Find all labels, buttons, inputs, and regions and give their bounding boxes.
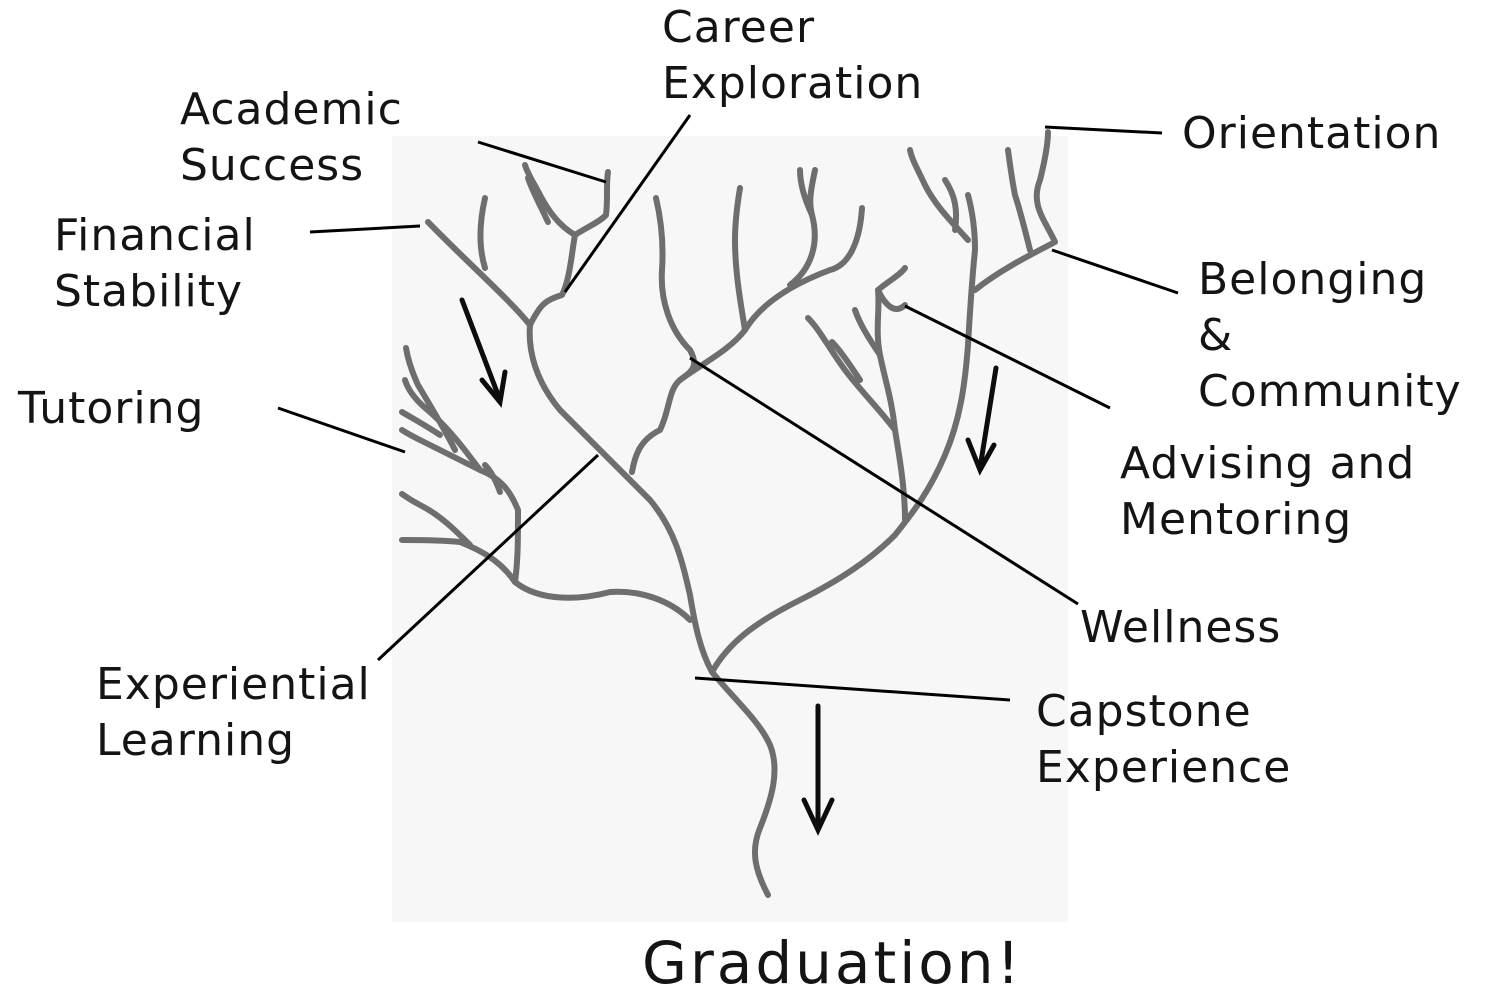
branch-tutoring-3 [399, 491, 473, 548]
branch-advising-twig-1 [805, 315, 898, 433]
leader-wellness [689, 356, 1079, 606]
label-tutoring: Tutoring [18, 383, 205, 434]
branch-left-twig-1 [477, 195, 488, 271]
branch-advising-twig-4 [829, 339, 863, 383]
flow-arrows [459, 297, 999, 836]
branch-academic-twig [522, 162, 578, 238]
leader-belonging [1051, 248, 1179, 295]
leader-tutoring [277, 406, 406, 454]
branch-academic-side [525, 175, 551, 225]
arrow-right-down [965, 365, 999, 476]
branch-tutoring-main [399, 537, 693, 623]
tree-background [392, 136, 1068, 922]
label-financial-stability: Financial Stability [54, 210, 256, 317]
branch-advising [874, 287, 908, 523]
leader-lines [277, 114, 1179, 702]
leader-academic [477, 140, 607, 184]
branch-trunk [526, 322, 778, 898]
branch-center-twig-1 [732, 185, 748, 333]
branch-tutoring-6 [482, 462, 503, 495]
branch-advising-twig-2 [852, 307, 883, 358]
branch-tutoring-4 [403, 345, 458, 453]
label-academic-success: Academic Success [180, 84, 403, 191]
tree-branches [399, 129, 1058, 898]
branch-left-upper [425, 219, 533, 328]
branch-right-twig-1 [1005, 147, 1033, 253]
leader-capstone [694, 676, 1011, 702]
label-capstone-experience: Capstone Experience [1036, 686, 1292, 793]
branch-right-twig-2 [907, 147, 971, 243]
arrow-left-down [459, 297, 508, 408]
label-career-exploration: Career Exploration [662, 2, 924, 109]
branch-advising-twig-3 [875, 265, 908, 312]
arrow-bottom-down [801, 703, 835, 836]
leader-financial [309, 224, 421, 234]
leader-experiential [376, 453, 600, 662]
label-wellness: Wellness [1080, 602, 1282, 653]
branch-tutoring-2 [402, 377, 483, 473]
label-graduation: Graduation! [642, 929, 1023, 997]
label-advising-mentoring: Advising and Mentoring [1120, 438, 1416, 545]
leader-advising [904, 304, 1111, 410]
label-orientation: Orientation [1182, 108, 1442, 159]
branch-center-right [677, 205, 865, 383]
branch-right-orientation [972, 129, 1058, 293]
branch-tutoring-5 [399, 409, 443, 438]
branch-center [629, 195, 698, 475]
branch-right-twig-3 [942, 177, 960, 233]
label-experiential-learning: Experiential Learning [96, 659, 371, 766]
branch-right [709, 192, 978, 675]
leader-career [563, 114, 692, 293]
branch-center-twig-3 [797, 167, 815, 218]
label-belonging-community: Belonging & Community [1198, 254, 1462, 417]
leader-orientation [1044, 125, 1163, 135]
